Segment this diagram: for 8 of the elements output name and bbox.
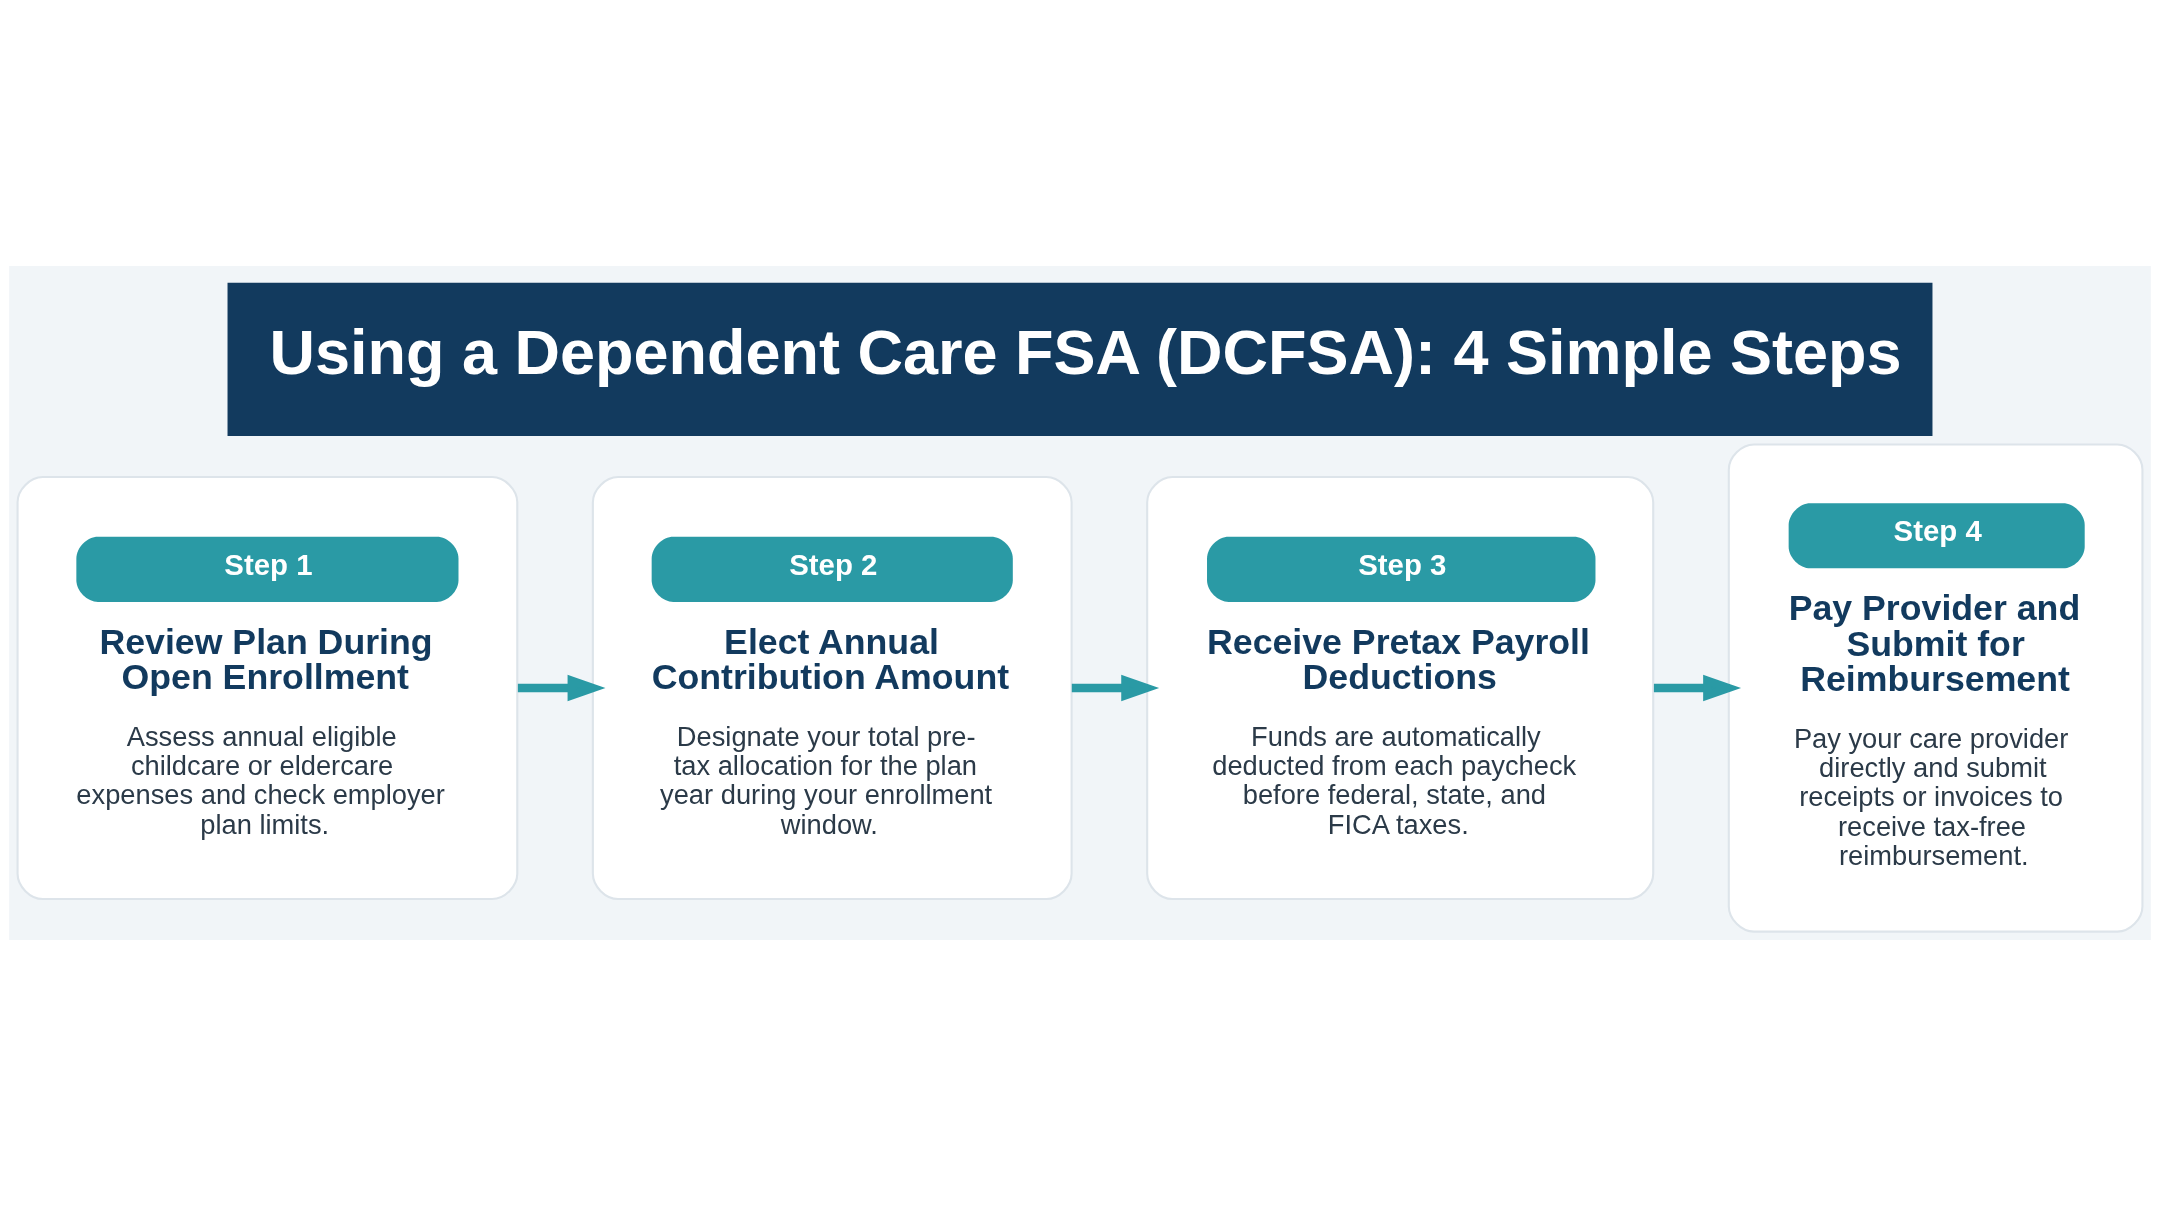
arrow	[1071, 674, 1160, 702]
arrow	[517, 674, 606, 702]
node-box: Step 3 Receive Pretax Payroll Deductions Funds are automatically deducted from each paycheck before federal, state, and FICA taxes.	[1146, 475, 1655, 901]
diagram-title: Using a Dependent Care FSA (DCFSA): 4 Simple Steps	[269, 317, 1902, 388]
arrow	[1653, 674, 1742, 702]
node-box: Step 4 Pay Provider and Submit for Reimbursement Pay your care provider directly and submit receipts or invoices to receive tax-free reimbursement.	[1727, 443, 2144, 933]
node-box: Step 1 Review Plan During Open Enrollment Assess annual eligible childcare or eldercare expenses and check employer plan limits.	[16, 475, 519, 901]
node-box: Step 2 Elect Annual Contribution Amount Designate your total pre-tax allocation for the plan year during your enrollment window.	[591, 475, 1073, 901]
